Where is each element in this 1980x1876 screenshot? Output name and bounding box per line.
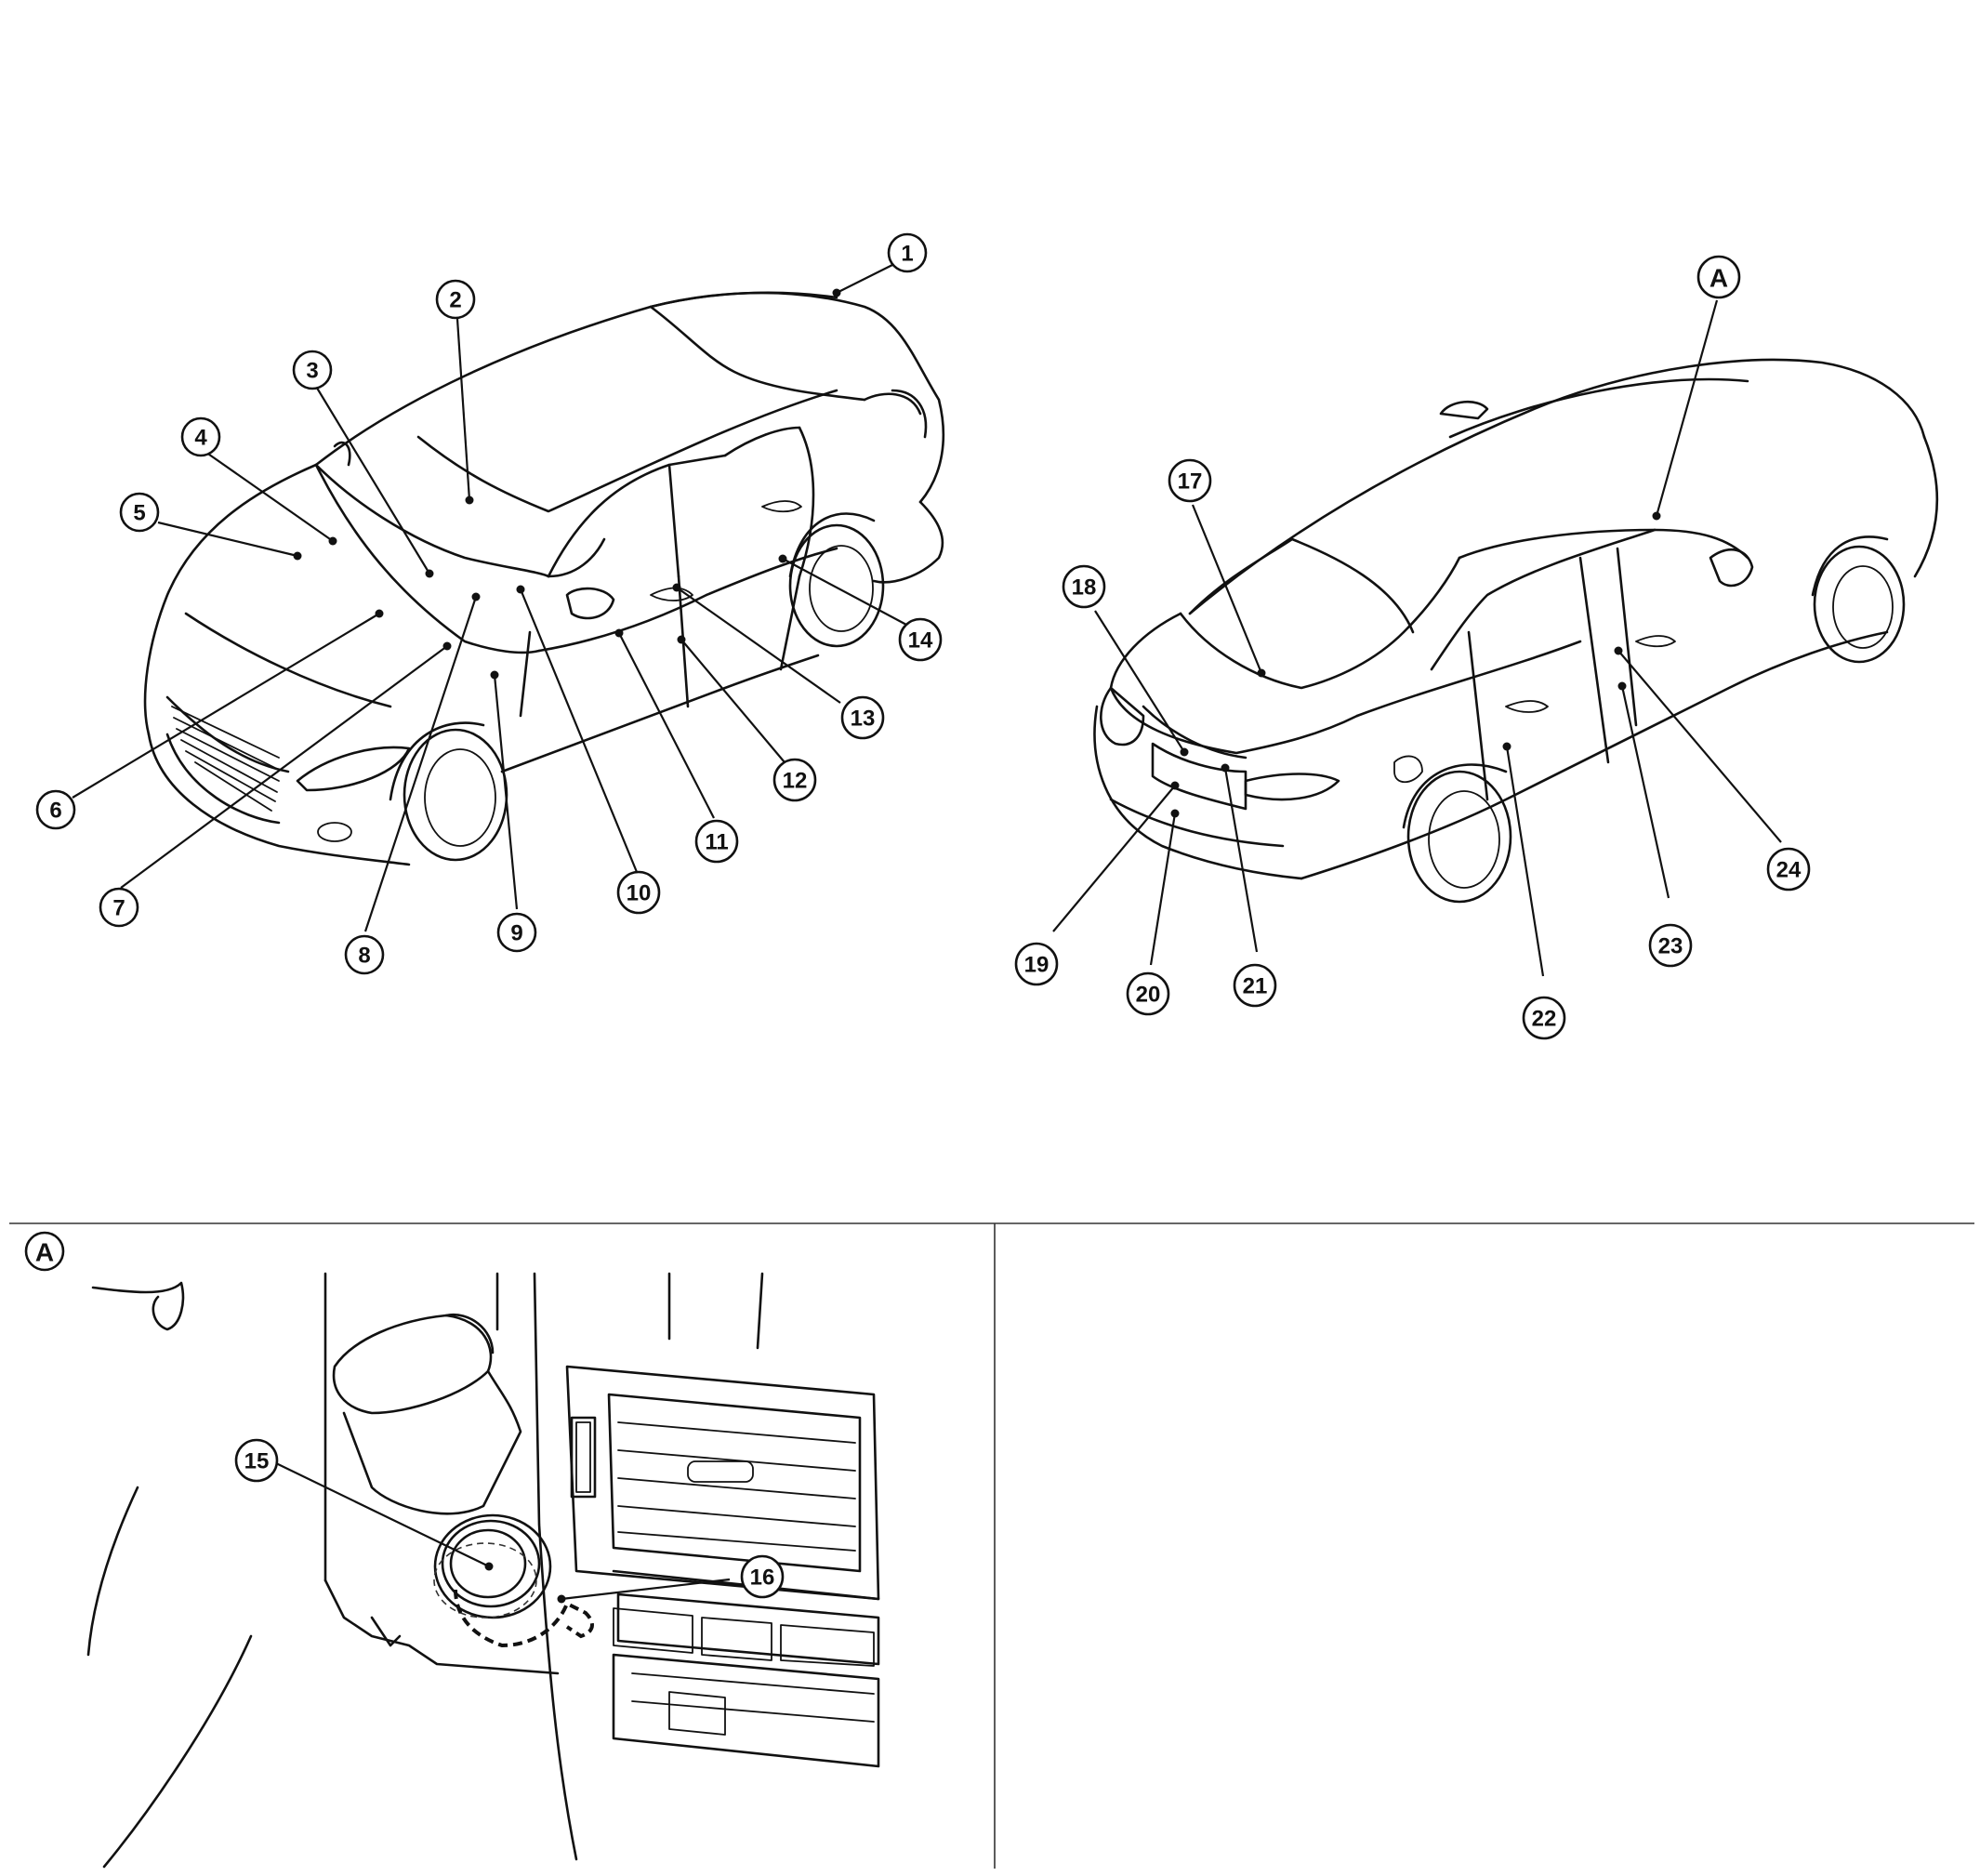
- callout-16: 16: [740, 1554, 785, 1599]
- callout-label: 15: [244, 1449, 270, 1474]
- callout-10: 10: [616, 870, 661, 915]
- callout-label: 7: [112, 896, 125, 921]
- callout-label: 13: [851, 707, 876, 732]
- callout-21: 21: [1233, 963, 1277, 1008]
- callout-8: 8: [344, 934, 385, 975]
- vehicle-front-view: [143, 291, 945, 866]
- callout-label: 12: [783, 769, 808, 794]
- callout-4: 4: [180, 416, 221, 457]
- callout-20: 20: [1126, 971, 1170, 1016]
- leader-dots: [293, 288, 1661, 1604]
- callout-label: 18: [1072, 575, 1097, 601]
- callout-label: 1: [901, 242, 913, 267]
- callout-15: 15: [234, 1438, 279, 1483]
- callout-a-reference: A: [1696, 255, 1741, 299]
- callout-label: 23: [1658, 934, 1683, 959]
- callout-label: 9: [510, 921, 522, 946]
- callout-14: 14: [898, 617, 943, 662]
- leader-lines: [72, 264, 1782, 1601]
- callout-17: 17: [1168, 458, 1212, 503]
- detail-view-a-dashboard: [86, 1272, 880, 1869]
- callout-5: 5: [119, 492, 160, 533]
- callout-19: 19: [1014, 942, 1059, 986]
- callout-13: 13: [840, 695, 885, 740]
- callout-2: 2: [435, 279, 476, 320]
- callout-label: 8: [358, 944, 370, 969]
- view-ref-label: A: [1709, 264, 1728, 293]
- callout-label: 14: [908, 628, 933, 654]
- callout-label: 10: [627, 881, 652, 906]
- callout-label: 24: [1776, 858, 1802, 883]
- callout-11: 11: [694, 819, 739, 864]
- callout-label: 2: [449, 288, 461, 313]
- callout-18: 18: [1062, 564, 1106, 609]
- callout-1: 1: [887, 232, 928, 273]
- callout-9: 9: [496, 912, 537, 953]
- callout-label: 21: [1243, 974, 1268, 999]
- callout-23: 23: [1648, 923, 1693, 968]
- detail-label: A: [35, 1238, 54, 1267]
- callout-3: 3: [292, 350, 333, 390]
- callout-7: 7: [99, 887, 139, 928]
- callout-label: 20: [1136, 983, 1161, 1008]
- callout-label: 6: [49, 799, 61, 824]
- callout-label: 3: [306, 359, 318, 384]
- vehicle-rear-view: [1093, 358, 1939, 904]
- callout-label: 19: [1024, 953, 1049, 978]
- callout-label: 17: [1178, 469, 1203, 495]
- detail-frames: [9, 1222, 1974, 1869]
- detail-label-a: A: [24, 1231, 65, 1272]
- callout-label: 22: [1532, 1007, 1557, 1032]
- callout-24: 24: [1766, 847, 1811, 892]
- callout-12: 12: [772, 758, 817, 802]
- callout-label: 4: [194, 426, 207, 451]
- callout-6: 6: [35, 789, 76, 830]
- callout-22: 22: [1522, 996, 1566, 1040]
- callout-label: 11: [705, 830, 728, 855]
- callout-label: 5: [133, 501, 145, 526]
- callout-label: 16: [750, 1566, 775, 1591]
